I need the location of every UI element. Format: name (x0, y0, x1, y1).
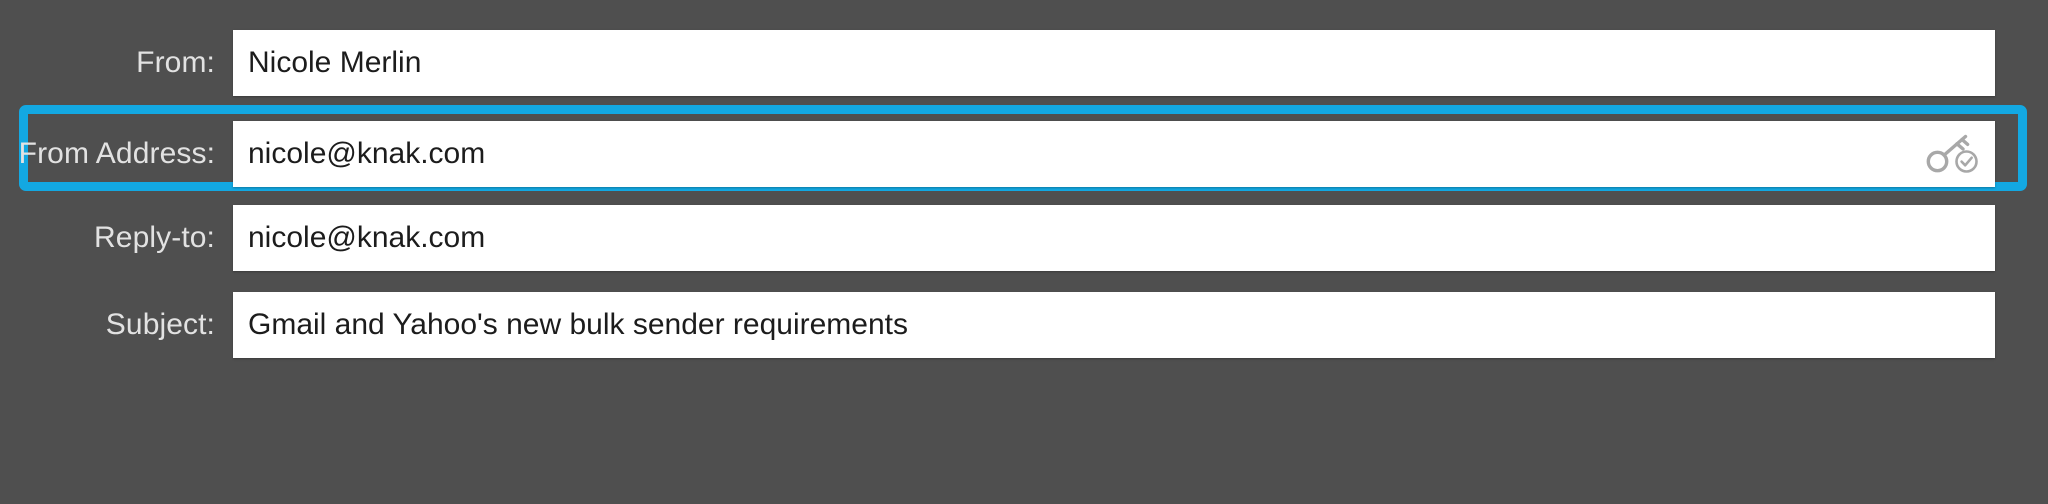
from-label: From: (136, 46, 215, 79)
subject-input[interactable]: Gmail and Yahoo's new bulk sender requir… (233, 292, 1995, 358)
from-address-label: From Address: (18, 136, 215, 170)
reply-to-input[interactable]: nicole@knak.com (233, 205, 1995, 271)
field-row-reply-to: Reply-to: nicole@knak.com (0, 205, 2048, 271)
field-row-from-address: From Address: nicole@knak.com (0, 117, 2048, 190)
reply-to-value[interactable]: nicole@knak.com (248, 223, 486, 253)
reply-to-label: Reply-to: (94, 221, 215, 254)
from-address-value[interactable]: nicole@knak.com (248, 138, 486, 169)
from-value[interactable]: Nicole Merlin (248, 48, 422, 78)
from-input[interactable]: Nicole Merlin (233, 30, 1995, 96)
key-verified-icon[interactable] (1925, 132, 1981, 176)
field-row-subject: Subject: Gmail and Yahoo's new bulk send… (0, 292, 2048, 358)
subject-value[interactable]: Gmail and Yahoo's new bulk sender requir… (248, 310, 908, 340)
field-row-from: From: Nicole Merlin (0, 30, 2048, 96)
from-address-input[interactable]: nicole@knak.com (233, 120, 1995, 187)
subject-label: Subject: (105, 308, 215, 341)
